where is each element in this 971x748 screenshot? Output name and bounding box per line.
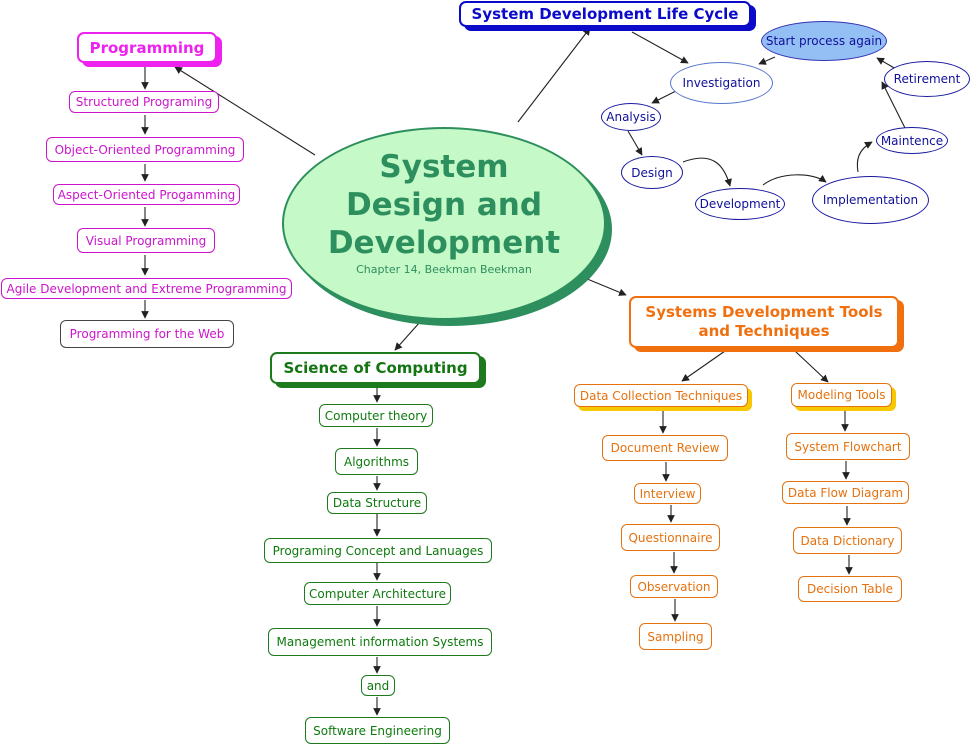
programming-item-object-oriented[interactable]: Object-Oriented Programming [46,137,244,162]
sdlc-stage-start-again[interactable]: Start process again [761,21,887,61]
link-center-programming [174,66,316,156]
link-center-science [394,321,421,351]
programming-item-visual[interactable]: Visual Programming [77,228,215,253]
arrow-design-development [682,157,732,187]
sdlc-stage-design[interactable]: Design [621,156,683,189]
data-collection-topic[interactable]: Data Collection Techniques [574,384,748,407]
programming-item-aspect-oriented[interactable]: Aspect-Oriented Progamming [53,184,240,205]
central-topic[interactable] [282,127,606,320]
link-center-tools [579,275,627,296]
arrow-development-implementation [762,174,827,186]
arrow-investigation-analysis [651,90,677,104]
modeling-item-decision-table[interactable]: Decision Table [798,576,902,602]
modeling-tools-topic[interactable]: Modeling Tools [791,383,892,407]
tools-topic[interactable]: Systems Development Tools and Techniques [629,296,899,348]
programming-item-web[interactable]: Programming for the Web [60,320,234,348]
central-topic-title: System Design and Development [327,149,561,261]
modeling-item-data-flow-diagram[interactable]: Data Flow Diagram [782,481,909,504]
data-collection-item-document-review[interactable]: Document Review [602,435,728,461]
link-tools-datacollection [681,350,726,382]
science-item-data-structure[interactable]: Data Structure [327,492,427,514]
link-tools-modeling [794,350,829,383]
arrow-start-investigation [758,56,776,65]
modeling-item-data-dictionary[interactable]: Data Dictionary [793,527,902,554]
data-collection-item-sampling[interactable]: Sampling [639,623,712,650]
central-topic-subtitle: Chapter 14, Beekman Beekman [356,263,532,276]
arrow-sdlc-investigation [631,31,689,64]
data-collection-item-interview[interactable]: Interview [634,483,701,504]
programming-topic[interactable]: Programming [77,32,217,63]
science-topic[interactable]: Science of Computing [270,352,481,384]
link-center-sdlc [517,27,591,123]
sdlc-stage-maintence[interactable]: Maintence [876,127,948,154]
modeling-item-system-flowchart[interactable]: System Flowchart [786,433,910,460]
science-item-programming-concept[interactable]: Programing Concept and Lanuages [264,538,492,563]
science-item-computer-architecture[interactable]: Computer Architecture [304,582,451,605]
sdlc-stage-retirement[interactable]: Retirement [884,61,970,97]
science-item-software-engineering[interactable]: Software Engineering [305,717,450,744]
science-item-mis[interactable]: Management information Systems [268,628,492,656]
programming-item-agile[interactable]: Agile Development and Extreme Programmin… [1,278,292,299]
arrow-implementation-maintence [856,141,873,173]
sdlc-stage-development[interactable]: Development [695,188,785,220]
arrow-maintence-retirement [881,81,906,129]
sdlc-stage-analysis[interactable]: Analysis [601,103,661,131]
science-item-computer-theory[interactable]: Computer theory [319,404,433,427]
sdlc-stage-investigation[interactable]: Investigation [670,62,773,104]
science-item-and[interactable]: and [361,675,395,696]
data-collection-item-questionnaire[interactable]: Questionnaire [621,524,720,551]
sdlc-topic[interactable]: System Development Life Cycle [459,1,751,27]
science-item-algorithms[interactable]: Algorithms [335,448,418,475]
programming-item-structured[interactable]: Structured Programing [69,91,219,113]
data-collection-item-observation[interactable]: Observation [630,575,718,598]
arrow-analysis-design [627,130,643,156]
sdlc-stage-implementation[interactable]: Implementation [812,176,929,224]
